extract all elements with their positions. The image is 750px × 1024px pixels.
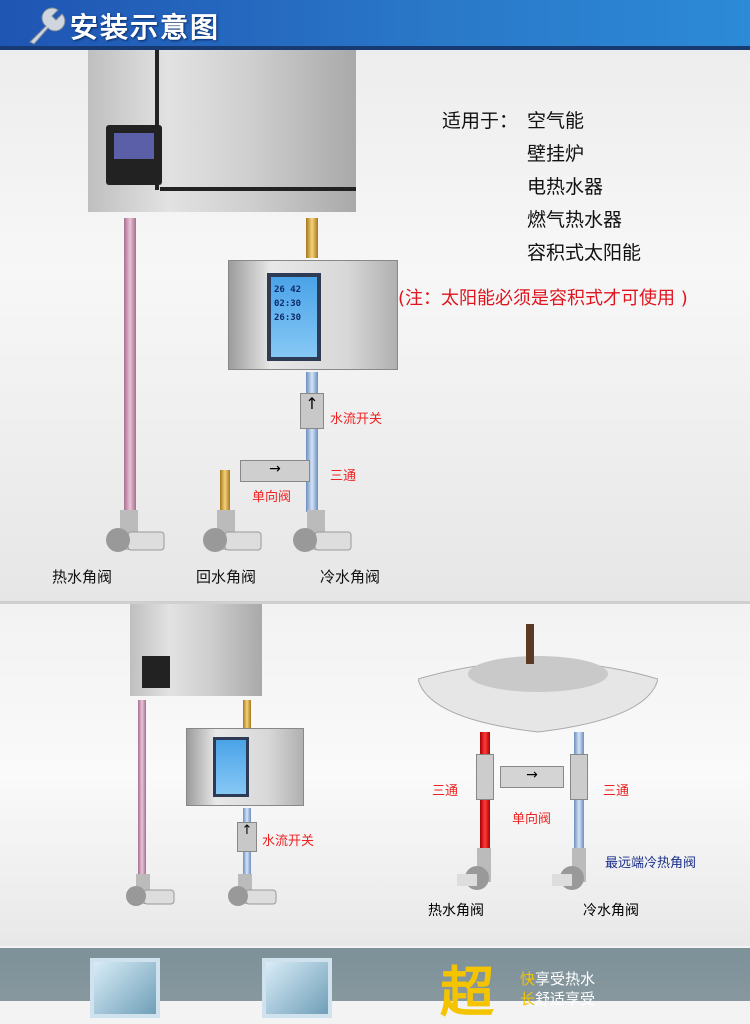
angle-valve-cold [228, 874, 277, 906]
wrench-icon [29, 7, 66, 45]
callout-check-valve: 单向阀 [252, 490, 292, 505]
installation-diagram-1: 26 42 02:30 26:30 ↑ 水流开关 → 三通 单向阀 热水角阀 回… [0, 50, 750, 602]
callout-flow-switch: 水流开关 [330, 412, 383, 427]
banner-line2-accent: 长 [520, 990, 536, 1008]
check-valve: → [500, 766, 564, 788]
banner-line2: 长舒适享受 [520, 988, 595, 1009]
display-time1: 02:30 [274, 299, 302, 309]
return-pipe [220, 470, 230, 516]
applicable-item: 电热水器 [527, 176, 604, 198]
device-lcd: 26 42 02:30 26:30 [267, 273, 321, 361]
label-return-valve: 回水角阀 [196, 568, 257, 586]
tee-left [476, 754, 494, 800]
heater-control-panel [106, 125, 162, 185]
callout-flow-switch: 水流开关 [262, 834, 315, 849]
applicable-item: 燃气热水器 [527, 209, 623, 231]
banner-big-char: 超 [440, 961, 494, 1024]
label-cold-valve: 冷水角阀 [320, 568, 381, 586]
angle-valve-hot [457, 848, 491, 890]
banner-line1: 快享受热水 [520, 968, 595, 989]
banner-line2-text: 舒适享受 [535, 990, 596, 1008]
display-time2: 26:30 [274, 313, 302, 323]
applicable-item: 容积式太阳能 [527, 242, 642, 264]
banner-line1-text: 享受热水 [535, 970, 596, 988]
check-valve: → [240, 460, 310, 482]
window-graphic [262, 958, 332, 1018]
promo-banner: 超 快享受热水 长舒适享受 [0, 948, 750, 1020]
callout-check-valve: 单向阀 [512, 812, 552, 827]
label-hot-valve: 热水角阀 [428, 903, 484, 919]
flow-switch: ↑ [300, 393, 324, 429]
applicable-item: 壁挂炉 [527, 143, 585, 165]
heater-seam [155, 50, 159, 190]
banner-line1-accent: 快 [520, 970, 536, 988]
heater-control-panel [142, 656, 170, 688]
section-divider [0, 601, 750, 604]
page-title: 安装示意图 [70, 11, 221, 44]
window-graphic [90, 958, 160, 1018]
angle-valve-hot [126, 874, 175, 906]
header-bar: 安装示意图 [0, 0, 750, 50]
callout-tee: 三通 [330, 469, 357, 484]
angle-valve-cold [293, 510, 352, 552]
applicable-item: 空气能 [527, 110, 585, 132]
label-cold-valve: 冷水角阀 [583, 903, 639, 919]
hot-pipe [124, 218, 136, 518]
device-lcd [213, 737, 249, 797]
angle-valve-hot [106, 510, 165, 552]
tee-right [570, 754, 588, 800]
display-temp2: 42 [290, 285, 302, 295]
wash-basin [418, 624, 658, 733]
display-temp1: 26 [274, 285, 285, 295]
angle-valve-return [203, 510, 262, 552]
callout-tee-left: 三通 [432, 784, 459, 799]
applicable-label: 适用于： [442, 110, 519, 132]
circulation-pump-unit [186, 728, 304, 806]
circulation-pump-unit: 26 42 02:30 26:30 [228, 260, 398, 370]
callout-tee-right: 三通 [603, 784, 630, 799]
cold-pipe-top [243, 700, 251, 730]
installation-diagram-2: ↑ 水流开关 → 三通 三通 单向阀 最远端冷热角阀 热水角阀 冷水角阀 [0, 604, 750, 946]
hot-pipe [138, 700, 146, 880]
label-hot-valve: 热水角阀 [52, 568, 113, 586]
cold-pipe-top [306, 218, 318, 258]
heater-seam [160, 187, 356, 191]
solar-note: (注：太阳能必须是容积式才可使用 ) [398, 288, 688, 309]
angle-valve-cold [552, 848, 586, 890]
flow-switch: ↑ [237, 822, 257, 852]
callout-farthest-valve: 最远端冷热角阀 [605, 856, 697, 871]
